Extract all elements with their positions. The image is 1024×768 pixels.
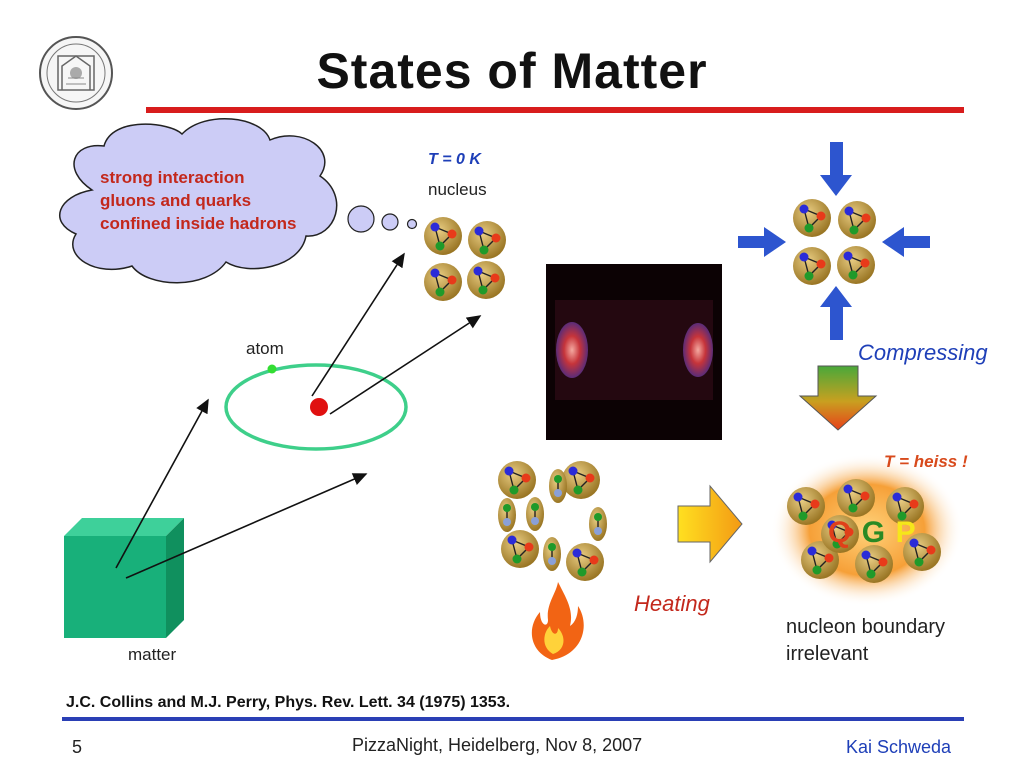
temperature-zero-label: T = 0 K [428,151,481,168]
heating-label: Heating [634,591,710,616]
nucleus-cluster [423,216,507,302]
nucleon-line-2: irrelevant [786,643,869,665]
page-title: States of Matter [316,43,708,99]
thought-bubble [59,117,418,284]
arrow-right-icon [677,484,743,564]
compressing-label: Compressing [858,340,988,365]
title-rule [146,107,964,113]
arrow-down-icon [798,365,878,431]
page-number: 5 [72,737,83,757]
hadron-gas-cluster [497,460,608,582]
qgp-q: Q [828,516,852,549]
compression-arrows [738,142,930,340]
zoom-arrows [115,252,482,579]
footer-author: Kai Schweda [846,737,952,757]
temperature-hot-label: T = heiss ! [884,452,968,471]
matter-cube [64,518,184,638]
reference-citation: J.C. Collins and M.J. Perry, Phys. Rev. … [66,694,511,711]
atom-label: atom [246,339,284,358]
matter-label: matter [128,645,177,664]
quark-gluon-plasma [771,454,963,606]
qgp-p: P [895,516,916,549]
compressed-nucleus [792,198,877,286]
thought-line-1: strong interaction [100,168,245,187]
thought-bubble-text: strong interaction gluons and quarks con… [100,166,296,235]
qgp-label: Q G P [828,516,916,550]
university-seal-icon [39,36,113,110]
heavy-ion-collision-image [546,264,722,440]
flame-icon [531,582,584,660]
atom [224,363,408,451]
footer-event: PizzaNight, Heidelberg, Nov 8, 2007 [352,735,643,755]
qgp-g: G [861,516,886,549]
footer-rule [62,717,964,721]
nucleon-boundary-text: nucleon boundary irrelevant [786,614,945,668]
nucleon-line-1: nucleon boundary [786,616,946,638]
nucleus-label: nucleus [428,180,487,199]
thought-line-2: gluons and quarks [100,191,252,210]
thought-line-3: confined inside hadrons [100,214,297,233]
